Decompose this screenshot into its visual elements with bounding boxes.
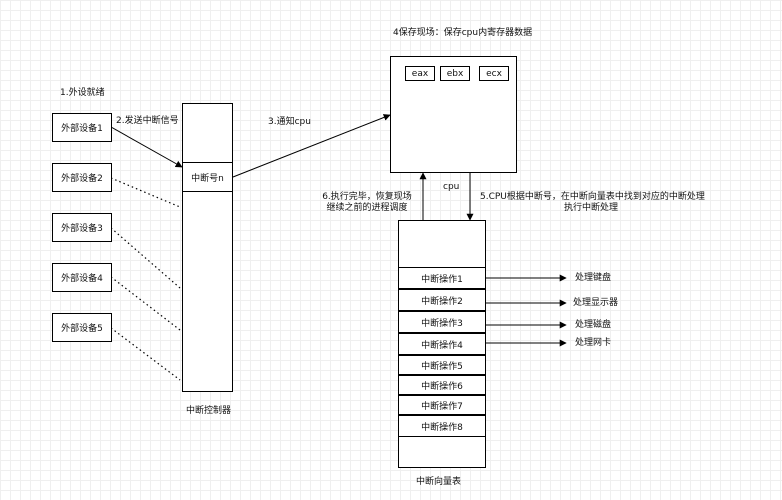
register-ecx: ecx xyxy=(479,66,509,81)
handler-keyboard: 处理键盘 xyxy=(575,273,612,283)
step2-label: 2.发送中断信号 xyxy=(116,116,179,126)
device-2: 外部设备2 xyxy=(52,163,112,192)
step6-line1: 6.执行完毕，恢复现场 xyxy=(322,192,412,202)
interrupt-number-slot: 中断号n xyxy=(182,162,233,192)
handler-nic: 处理网卡 xyxy=(575,338,612,348)
interrupt-controller xyxy=(182,103,233,392)
device-5: 外部设备5 xyxy=(52,313,112,342)
notify-cpu-arrow xyxy=(232,114,391,178)
register-eax: eax xyxy=(405,66,435,81)
handler-disk: 处理磁盘 xyxy=(575,320,612,330)
step5-line2: 执行中断处理 xyxy=(563,203,618,213)
handler-display: 处理显示器 xyxy=(573,298,619,308)
vector-row-3: 中断操作3 xyxy=(398,311,486,333)
step6-label: 6.执行完毕，恢复现场 继续之前的进程调度 xyxy=(316,192,418,214)
vector-row-2: 中断操作2 xyxy=(398,289,486,311)
step5-label: 5.CPU根据中断号，在中断向量表中找到对应的中断处理 执行中断处理 xyxy=(480,192,705,214)
controller-label: 中断控制器 xyxy=(186,406,232,416)
device3-dotted-link xyxy=(110,227,181,289)
signal-arrow xyxy=(110,126,183,168)
vector-row-7: 中断操作7 xyxy=(398,395,486,415)
device-3: 外部设备3 xyxy=(52,213,112,242)
device4-dotted-link xyxy=(110,276,181,331)
vector-row-6: 中断操作6 xyxy=(398,375,486,395)
step1-label: 1.外设就绪 xyxy=(60,88,105,98)
vector-row-4: 中断操作4 xyxy=(398,333,486,355)
step6-line2: 继续之前的进程调度 xyxy=(326,203,408,213)
step3-label: 3.通知cpu xyxy=(268,117,311,127)
device2-dotted-link xyxy=(110,177,181,208)
vector-row-8: 中断操作8 xyxy=(398,415,486,437)
vector-row-1: 中断操作1 xyxy=(398,267,486,289)
device-4: 外部设备4 xyxy=(52,263,112,292)
register-ebx: ebx xyxy=(440,66,470,81)
device5-dotted-link xyxy=(110,327,181,381)
vector-table-label: 中断向量表 xyxy=(416,477,462,487)
vector-row-5: 中断操作5 xyxy=(398,355,486,375)
step5-line1: 5.CPU根据中断号，在中断向量表中找到对应的中断处理 xyxy=(480,192,705,202)
cpu-label: cpu xyxy=(443,182,460,192)
step4-label: 4保存现场：保存cpu内寄存器数据 xyxy=(393,28,533,38)
device-1: 外部设备1 xyxy=(52,113,112,142)
